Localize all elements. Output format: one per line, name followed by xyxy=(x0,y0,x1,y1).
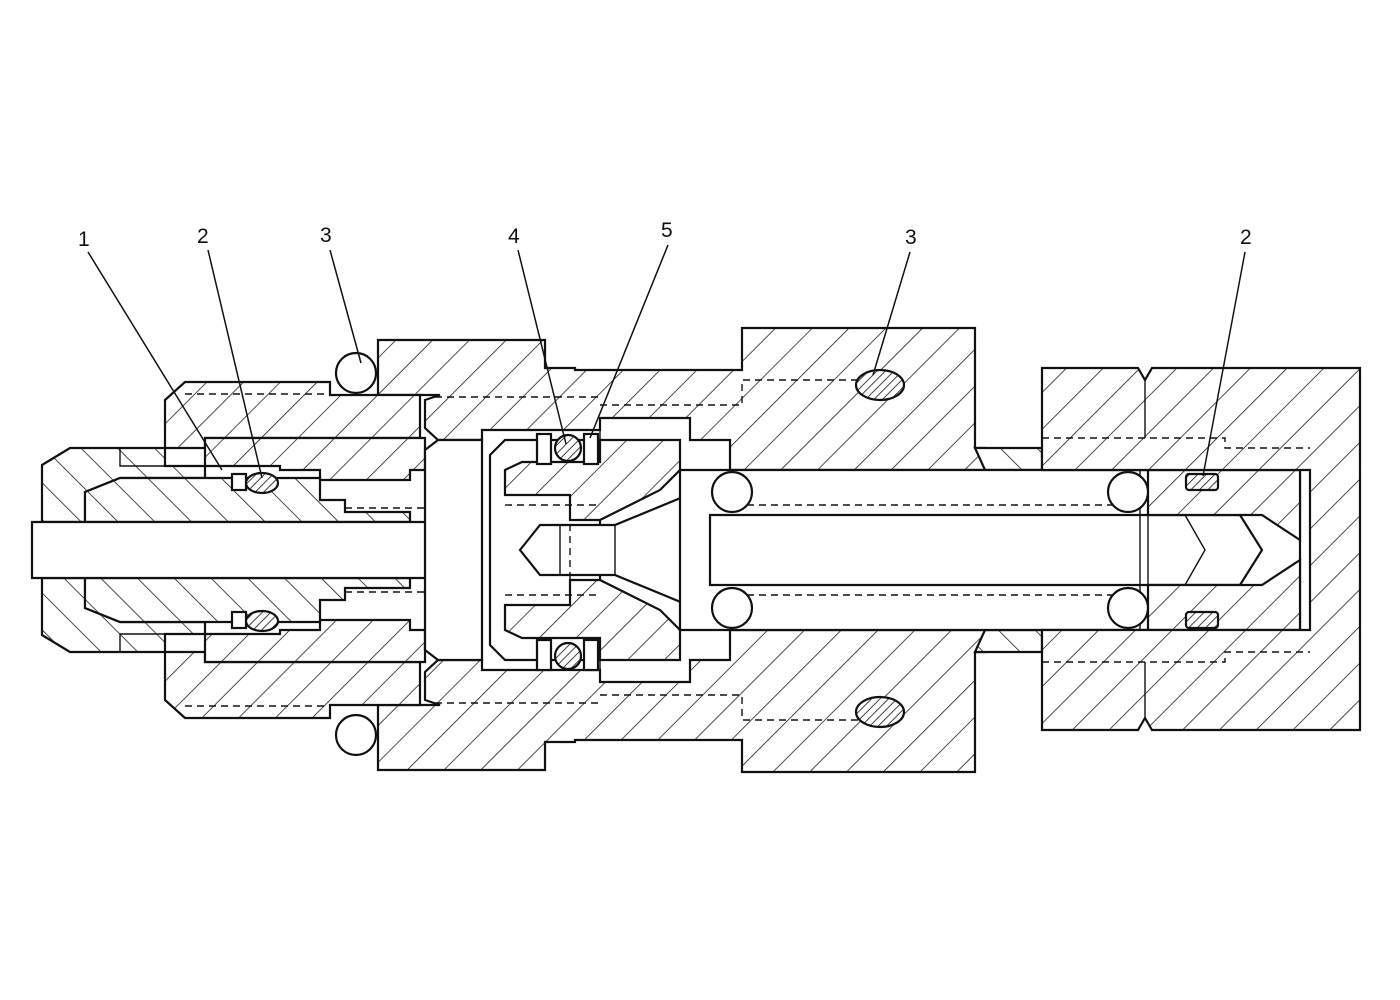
valve-body-neck-upper xyxy=(973,446,1044,472)
callout-label: 5 xyxy=(661,219,673,242)
callout-label: 4 xyxy=(508,225,520,248)
spool-o-ring-4 xyxy=(1106,586,1150,630)
seals xyxy=(230,351,1220,757)
poppet-assembly xyxy=(423,429,712,671)
callout-label: 3 xyxy=(905,226,917,249)
valve-body-neck-lower xyxy=(973,628,1044,654)
valve-body xyxy=(376,326,1044,774)
callout-label: 1 xyxy=(78,228,90,251)
poppet-carrier-lower xyxy=(503,578,682,662)
o-ring-left-lower xyxy=(334,713,378,757)
seal-center-lower xyxy=(553,641,583,671)
seal-left-upper xyxy=(244,471,280,495)
seal-left-lower xyxy=(244,609,280,633)
valve-body-upper xyxy=(376,326,987,472)
spool-o-ring-2 xyxy=(710,586,754,630)
callout-label: 3 xyxy=(320,224,332,247)
callouts: 1 2 3 4 5 3 2 xyxy=(78,219,1252,479)
o-ring-left-upper xyxy=(334,351,378,395)
valve-body-lower xyxy=(376,628,987,774)
callout-5: 5 xyxy=(589,219,673,439)
left-bore xyxy=(30,520,442,580)
seal-center-upper xyxy=(553,433,583,463)
seal-right-upper xyxy=(1184,472,1220,492)
left-nut-lower xyxy=(163,650,422,720)
callout-3-right: 3 xyxy=(872,226,917,376)
spool xyxy=(708,513,1264,587)
callout-2-left: 2 xyxy=(197,225,263,479)
spool-section xyxy=(678,468,1302,632)
callout-label: 2 xyxy=(1240,226,1252,249)
o-ring-right-upper xyxy=(854,368,906,402)
callout-3-left: 3 xyxy=(320,224,362,364)
center-chamber xyxy=(423,438,484,662)
callout-label: 2 xyxy=(197,225,209,248)
right-nut xyxy=(1040,366,1362,732)
callout-4: 4 xyxy=(508,225,567,445)
callout-1: 1 xyxy=(78,228,223,471)
o-ring-right-lower xyxy=(854,695,906,729)
seal-right-lower xyxy=(1184,610,1220,630)
spool-o-ring-3 xyxy=(1106,470,1150,514)
left-nut-upper xyxy=(163,380,422,450)
left-fitting xyxy=(30,380,480,720)
callout-2-right: 2 xyxy=(1202,226,1252,477)
spool-o-ring-1 xyxy=(710,470,754,514)
